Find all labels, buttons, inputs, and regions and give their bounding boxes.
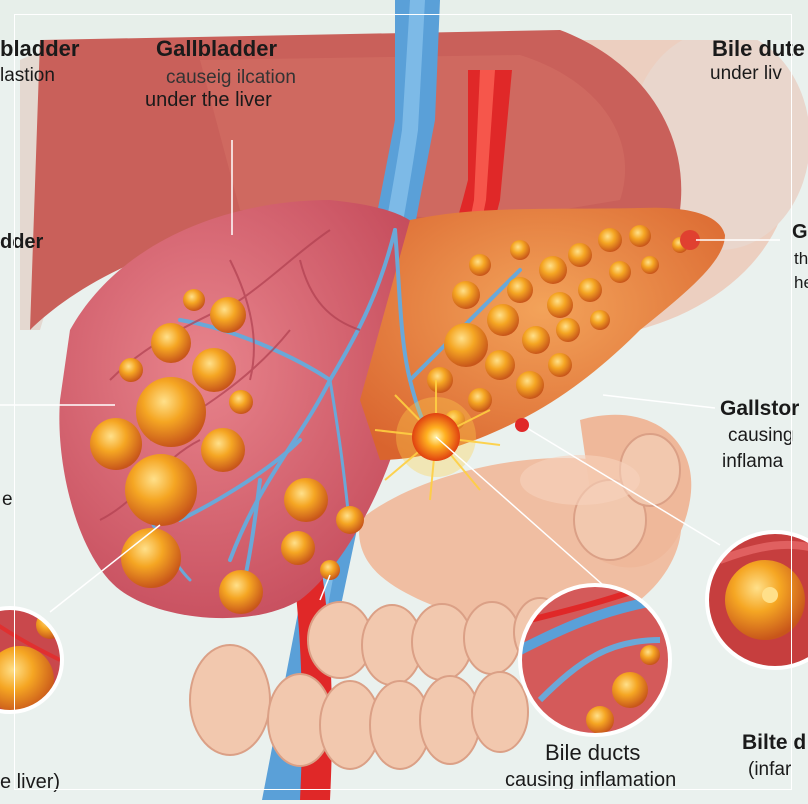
label-top-left-2: lastion bbox=[0, 65, 55, 86]
callout-dot bbox=[515, 418, 529, 432]
label-mid-left: dder bbox=[0, 231, 44, 253]
label-gallstone-causing: causing bbox=[728, 425, 794, 446]
leader-lines bbox=[0, 140, 780, 613]
label-under-the-liver: under the liver bbox=[145, 89, 272, 111]
label-bile-duct-bottom-right: Bilte d bbox=[742, 731, 807, 754]
magnifier-middle bbox=[518, 583, 672, 737]
liver-vessels bbox=[128, 228, 522, 602]
label-right-mid-3: he bbox=[794, 273, 808, 292]
gallstones-left bbox=[90, 289, 364, 614]
label-bile-ducts-bottom: Bile ducts bbox=[545, 740, 641, 765]
label-left-low: e bbox=[2, 489, 13, 510]
label-right-mid-2: th bbox=[794, 249, 808, 268]
magnifier-right bbox=[705, 530, 808, 670]
callout-dot-right bbox=[684, 234, 696, 246]
label-under-liver-top: under liv bbox=[710, 63, 782, 84]
label-gallbladder-desc: causeig ilcation bbox=[166, 67, 296, 88]
label-gallstone: Gallstor bbox=[720, 397, 800, 420]
label-gallbladder-title: Gallbladder bbox=[156, 36, 278, 61]
gallstones-right bbox=[427, 225, 700, 430]
label-top-left-1: bladder bbox=[0, 36, 80, 61]
label-gallstone-inflam: inflama bbox=[722, 451, 784, 472]
label-bile-duct-top: Bile dute bbox=[712, 36, 805, 61]
label-causing-inflammation: causing inflamation bbox=[505, 769, 677, 791]
label-bottom-left: e liver) bbox=[0, 771, 61, 793]
magnifier-left bbox=[0, 606, 64, 714]
label-right-mid-1: G bbox=[792, 221, 808, 243]
intestines bbox=[189, 414, 692, 770]
label-inflam-bottom-right: (infar bbox=[748, 759, 792, 780]
